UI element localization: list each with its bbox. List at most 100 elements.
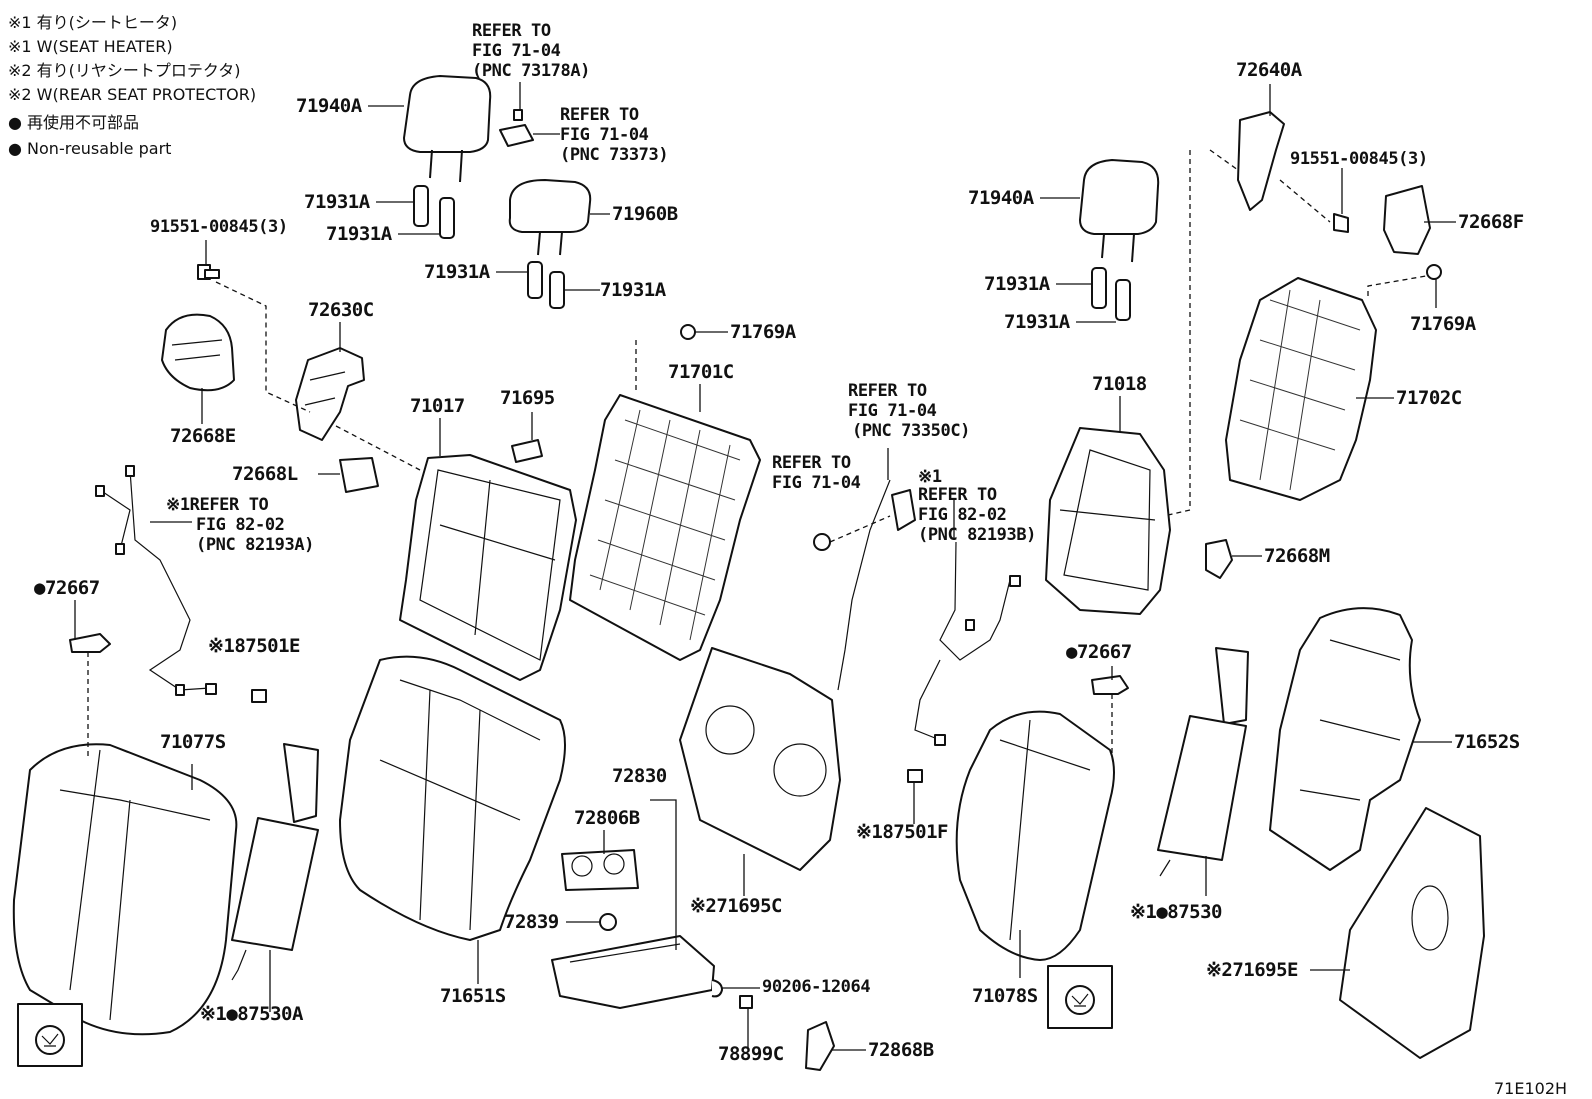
label-ref-note: ※1 xyxy=(918,467,942,487)
cover-72668M xyxy=(1205,539,1233,579)
protector-71695C xyxy=(679,647,841,871)
legend-line-4: ※2 W(REAR SEAT PROTECTOR) xyxy=(8,85,256,104)
ref-4-line-1: REFER TO xyxy=(772,453,851,473)
seatback-board-71701C xyxy=(569,394,761,661)
label-91551-right: 91551-00845(3) xyxy=(1290,149,1428,169)
seatback-frame-71018 xyxy=(1045,427,1171,615)
hinge-72630C xyxy=(295,347,365,441)
label-71651S: 71651S xyxy=(440,985,506,1007)
label-71702C: 71702C xyxy=(1396,387,1462,409)
ref-2-line-1: REFER TO xyxy=(560,105,639,125)
label-71940A-left: 71940A xyxy=(296,95,363,117)
ref-4-line-2: FIG 71-04 xyxy=(772,473,861,493)
heater-pad-87530 xyxy=(1157,647,1249,877)
ref-3-line-3: (PNC 82193A) xyxy=(196,535,314,555)
cover-72668L xyxy=(339,457,379,493)
label-72667-right: ●72667 xyxy=(1066,641,1132,663)
label-72868B: 72868B xyxy=(868,1039,934,1061)
label-72668E: 72668E xyxy=(170,425,236,447)
label-71940A-right: 71940A xyxy=(968,187,1035,209)
label-87501E: ※187501E xyxy=(208,635,300,657)
legend-line-3: ※2 有り(リヤシートプロテクタ) xyxy=(8,61,241,80)
label-71931A-1: 71931A xyxy=(304,191,371,213)
label-71931A-2: 71931A xyxy=(326,223,393,245)
ref-6-line-1: REFER TO xyxy=(918,485,997,505)
ref-6-line-2: FIG 82-02 xyxy=(918,505,1007,525)
label-72668L: 72668L xyxy=(232,463,298,485)
cap-78899C xyxy=(739,995,753,1009)
label-71652S: 71652S xyxy=(1454,731,1520,753)
bolt-right xyxy=(1333,213,1349,233)
clip-72667-right xyxy=(1091,675,1129,695)
leader-lines xyxy=(74,82,1456,1051)
ref-2-line-3: (PNC 73373) xyxy=(560,145,668,165)
harness-right xyxy=(914,541,1021,746)
diagram-id: 71E102H xyxy=(1494,1079,1567,1098)
label-71701C: 71701C xyxy=(668,361,734,383)
headrest-71960B xyxy=(508,179,592,309)
label-72667-left: ●72667 xyxy=(34,577,100,599)
ref-6-line-3: (PNC 82193B) xyxy=(918,525,1036,545)
label-71695C: ※271695C xyxy=(690,895,782,917)
cover-72668F xyxy=(1383,185,1431,255)
protector-71695E xyxy=(1339,807,1485,1059)
ref-1-line-1: REFER TO xyxy=(472,21,551,41)
armrest-72830 xyxy=(551,935,715,1009)
bolt-left xyxy=(197,264,220,280)
seatback-cover-71652S xyxy=(1269,607,1421,871)
seat-icon-box-left xyxy=(17,1003,83,1067)
label-71931A-6: 71931A xyxy=(1004,311,1071,333)
seat-icon-box-right xyxy=(1047,965,1113,1029)
label-71695E: ※271695E xyxy=(1206,959,1298,981)
cover-72868B xyxy=(805,1021,835,1071)
seatback-cover-71651S xyxy=(339,655,566,941)
label-71931A-5: 71931A xyxy=(984,273,1051,295)
label-71960B: 71960B xyxy=(612,203,678,225)
sensor-87501F xyxy=(907,769,923,783)
strip-71695 xyxy=(511,439,543,463)
clip-72667-left xyxy=(69,633,111,653)
sensor-87501E xyxy=(251,689,267,703)
seatback-board-71702C xyxy=(1225,277,1377,501)
ref-3-line-1: ※1REFER TO xyxy=(166,495,269,515)
legend-line-2: ※1 W(SEAT HEATER) xyxy=(8,37,173,56)
label-72830: 72830 xyxy=(612,765,667,787)
seat-cushion-71077S xyxy=(12,743,238,1036)
label-72806B: 72806B xyxy=(574,807,640,829)
label-87530A: ※1●87530A xyxy=(200,1003,304,1025)
headrest-guides-left xyxy=(413,185,455,239)
label-90206: 90206-12064 xyxy=(762,977,870,997)
legend-line-5: ● 再使用不可部品 xyxy=(8,113,139,132)
label-71769A-center: 71769A xyxy=(730,321,797,343)
legend-line-6: ● Non-reusable part xyxy=(8,139,171,158)
label-71078S: 71078S xyxy=(972,985,1038,1007)
ref-1-line-2: FIG 71-04 xyxy=(472,41,561,61)
legend-line-1: ※1 有り(シートヒータ) xyxy=(8,13,177,32)
reference-notes: REFER TO FIG 71-04 (PNC 73178A) REFER TO… xyxy=(166,21,1036,555)
clip-90206 xyxy=(711,979,723,998)
label-71077S: 71077S xyxy=(160,731,226,753)
seat-cushion-71078S xyxy=(955,710,1115,961)
ref-5-line-1: REFER TO xyxy=(848,381,927,401)
headrest-71940A-right xyxy=(1079,159,1160,321)
dashed-lines xyxy=(87,149,1427,756)
cap-72839 xyxy=(599,913,617,931)
label-72839: 72839 xyxy=(504,911,559,933)
seat-belt-retractor xyxy=(813,479,916,691)
label-72630C: 72630C xyxy=(308,299,374,321)
clip-71769A-center xyxy=(680,324,696,340)
clip-parts-top xyxy=(499,109,534,147)
cup-holder-72806B xyxy=(561,849,639,891)
ref-3-line-2: FIG 82-02 xyxy=(196,515,285,535)
heater-pad-87530A xyxy=(231,743,319,981)
label-71695: 71695 xyxy=(500,387,555,409)
legend: ※1 有り(シートヒータ) ※1 W(SEAT HEATER) ※2 有り(リヤ… xyxy=(8,13,256,158)
harness-left xyxy=(95,465,217,696)
label-87501F: ※187501F xyxy=(856,821,948,843)
label-71931A-4: 71931A xyxy=(600,279,667,301)
label-72668F: 72668F xyxy=(1458,211,1524,233)
label-71769A-right: 71769A xyxy=(1410,313,1477,335)
hinge-72640A xyxy=(1237,111,1285,211)
seatback-frame-71017 xyxy=(399,454,577,681)
ref-1-line-3: (PNC 73178A) xyxy=(472,61,590,81)
